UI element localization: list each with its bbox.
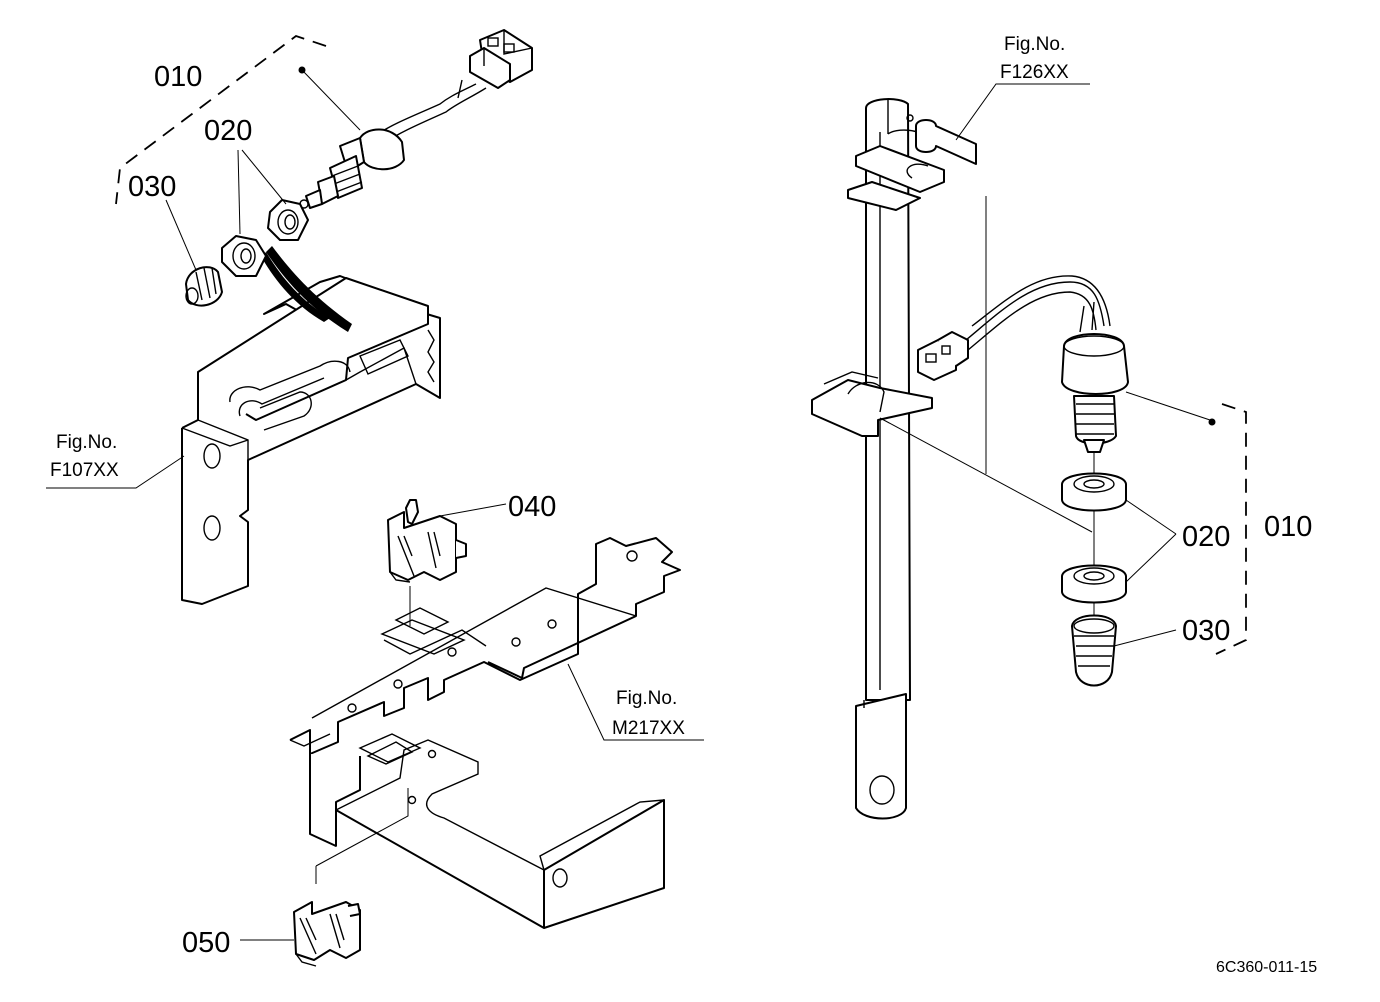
document-number: 6C360-011-15 — [1216, 959, 1317, 976]
fig-m217-code: M217XX — [612, 718, 685, 739]
switch-040 — [387, 499, 467, 583]
right-post — [811, 98, 1093, 820]
leader-040 — [439, 503, 507, 517]
leader-m217 — [567, 663, 704, 741]
leader-030-left — [165, 199, 197, 271]
callout-020-left: 020 — [204, 115, 252, 147]
left-nut-upper — [267, 199, 309, 241]
callout-050: 050 — [182, 927, 230, 959]
fig-f107-code: F107XX — [50, 460, 119, 481]
right-nut-lower — [1061, 564, 1127, 604]
leader-f107 — [46, 455, 185, 489]
left-assembly-bracket — [115, 34, 327, 205]
right-sleeve — [1071, 614, 1117, 687]
leader-020-right-b — [1125, 533, 1177, 583]
leader-030-right — [1113, 629, 1177, 647]
right-assembly-bracket — [1215, 403, 1247, 655]
fig-f126-label: Fig.No. — [1004, 34, 1065, 55]
fig-m217-label: Fig.No. — [616, 688, 677, 709]
leader-020-right-a — [1125, 499, 1177, 535]
leader-020-left-a — [237, 149, 241, 235]
callout-030-left: 030 — [128, 171, 176, 203]
leader-f126 — [955, 83, 1090, 141]
left-nut-lower — [221, 235, 267, 277]
switch-050 — [293, 901, 361, 967]
left-sensor — [298, 29, 533, 209]
callout-010-left: 010 — [154, 61, 202, 93]
leader-020-left-b — [241, 149, 287, 205]
fig-f126-code: F126XX — [1000, 62, 1069, 83]
left-sleeve — [185, 266, 223, 307]
right-sensor — [917, 275, 1216, 620]
fig-f107-label: Fig.No. — [56, 432, 117, 453]
callout-030-right: 030 — [1182, 615, 1230, 647]
left-bracket — [181, 275, 441, 605]
callout-020-right: 020 — [1182, 521, 1230, 553]
mid-frame-plate — [289, 537, 681, 929]
left-cable-sweep — [262, 246, 352, 332]
callout-010-right: 010 — [1264, 511, 1312, 543]
right-nut-upper — [1061, 472, 1127, 512]
callout-040: 040 — [508, 491, 556, 523]
